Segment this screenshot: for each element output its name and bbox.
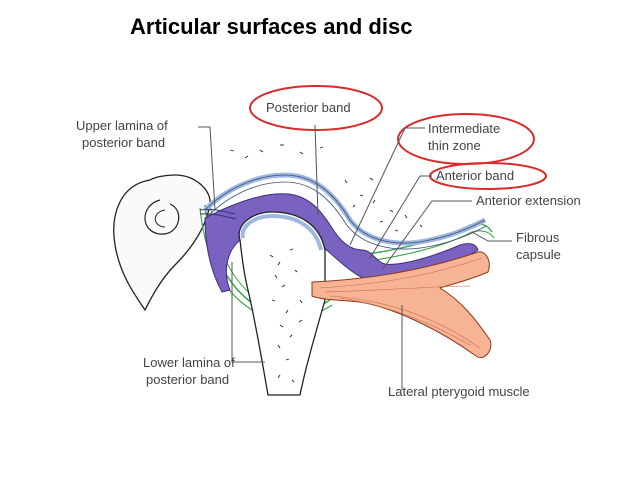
muscle-fibers	[319, 257, 483, 349]
label-lower-lamina-line2: posterior band	[146, 372, 230, 387]
upper-lamina-strands	[199, 209, 236, 215]
label-anterior-extension: Anterior extension	[476, 193, 581, 208]
label-anterior-band: Anterior band	[436, 168, 515, 183]
fibrous-capsule-line	[361, 230, 495, 263]
label-fibrous-line1: Fibrous	[516, 230, 560, 245]
temporal-articular-surface-edge	[204, 174, 486, 244]
bone-texture	[229, 144, 423, 383]
label-lower-lamina-line1: Lower lamina of	[143, 355, 235, 370]
label-upper-lamina-line1: Upper lamina of	[76, 118, 168, 133]
ear-canal-inner	[154, 209, 166, 228]
temporal-bone-outline	[113, 174, 211, 312]
condyle-articular-cartilage	[240, 213, 323, 251]
label-intermediate-line1: Intermediate	[428, 121, 501, 136]
label-posterior-band: Posterior band	[266, 100, 351, 115]
temporal-articular-surface-edge	[207, 181, 487, 250]
leader-lines	[198, 124, 512, 390]
ear-canal-outline	[144, 199, 180, 235]
mandibular-condyle	[238, 211, 326, 396]
slide-title: Articular surfaces and disc	[130, 14, 413, 39]
upper-lamina-strands	[199, 213, 237, 220]
label-fibrous-line2: capsule	[516, 247, 561, 262]
label-lateral-pterygoid: Lateral pterygoid muscle	[388, 384, 530, 399]
highlight-ring-posterior-band	[249, 85, 383, 131]
label-upper-lamina-line2: posterior band	[82, 135, 166, 150]
label-intermediate-line2: thin zone	[428, 138, 481, 153]
